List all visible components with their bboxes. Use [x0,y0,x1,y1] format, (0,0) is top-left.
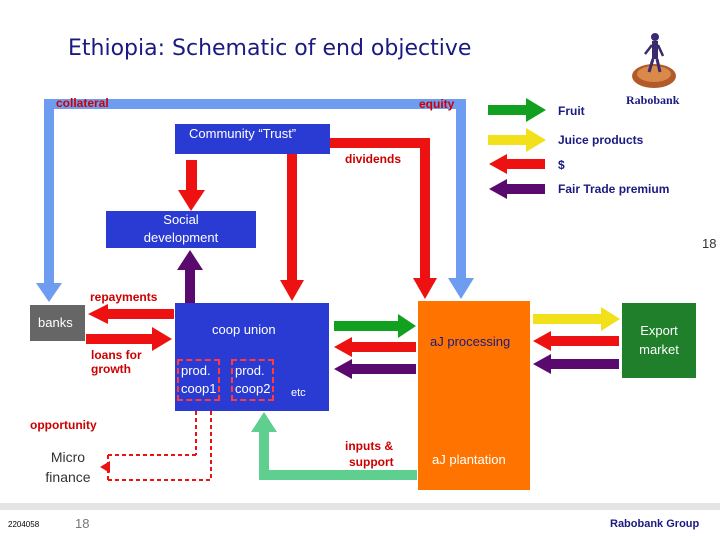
premium-to-social-arrow [177,250,203,304]
repayments-label: repayments [90,290,158,304]
loans-arrow [86,327,172,351]
banks-box: banks [30,305,85,341]
equity-arrow [180,99,474,299]
community-trust-box: Community “Trust” [175,124,330,154]
footer-page-number: 18 [75,516,90,531]
legend-fruit-label: Fruit [558,104,585,118]
dividends-label: dividends [345,152,402,166]
slide-number: 18 [702,236,717,251]
inputs-support-arrow [251,412,417,480]
export-market-box: Export market [622,303,696,378]
loans-label-line1: loans for [91,348,142,362]
collateral-label: collateral [56,96,109,110]
collateral-arrow [36,99,188,302]
aj-processing-label: aJ processing [430,334,511,349]
prod-coop1-line1: prod. [181,363,211,378]
prod-coop2-line1: prod. [235,363,265,378]
premium-from-export-arrow [533,354,619,374]
legend-premium-label: Fair Trade premium [558,182,670,196]
micro-finance-line2: finance [45,469,91,485]
opportunity-arrowhead [100,461,110,473]
micro-finance-line1: Micro [50,449,86,465]
legend-juice-arrow [488,128,546,152]
etc-label: etc [291,387,306,399]
export-market-line1: Export [640,323,678,338]
equity-label: equity [419,97,455,111]
juice-to-export-arrow [533,307,620,331]
opportunity-label: opportunity [30,418,97,432]
footer-brand: Rabobank Group [610,518,700,530]
rabobank-logo-icon [632,33,676,88]
slide-title: Ethiopia: Schematic of end objective [68,36,472,61]
prod-coop2-box: prod. coop2 [231,359,275,401]
aj-plantation-label: aJ plantation [432,452,506,467]
premium-to-coop-arrow [334,359,416,379]
micro-finance-box: Micro finance [40,447,96,487]
footer-code: 2204058 [8,520,40,529]
social-development-line2: development [143,230,219,245]
prod-coop1-line2: coop1 [181,381,217,396]
legend-money-label: $ [558,158,565,172]
coop-union-box [175,303,329,411]
prod-coop2-line2: coop2 [235,381,271,396]
social-development-box: Social development [106,211,256,248]
legend-money-arrow [489,154,545,174]
inputs-label-line1: inputs & [345,439,393,453]
money-to-coop-red-arrow [334,337,416,357]
inputs-label-line2: support [349,455,394,469]
aj-orange-block [418,301,530,490]
fruit-to-processing-arrow [334,314,416,338]
footer-rule [0,503,720,510]
rabobank-logo-text: Rabobank [626,93,680,107]
opportunity-dashed-link [107,411,212,481]
legend-juice-label: Juice products [558,133,644,147]
dividends-arrow [280,138,437,301]
repayments-arrow [88,304,174,324]
legend-premium-arrow [489,179,545,199]
social-development-line1: Social [163,212,199,227]
coop-union-label: coop union [212,322,276,337]
loans-label-line2: growth [91,362,131,376]
trust-to-social-arrow [178,160,205,211]
prod-coop1-box: prod. coop1 [177,359,221,401]
export-market-line2: market [639,342,679,357]
money-from-export-arrow [533,331,619,351]
legend-fruit-arrow [488,98,546,122]
